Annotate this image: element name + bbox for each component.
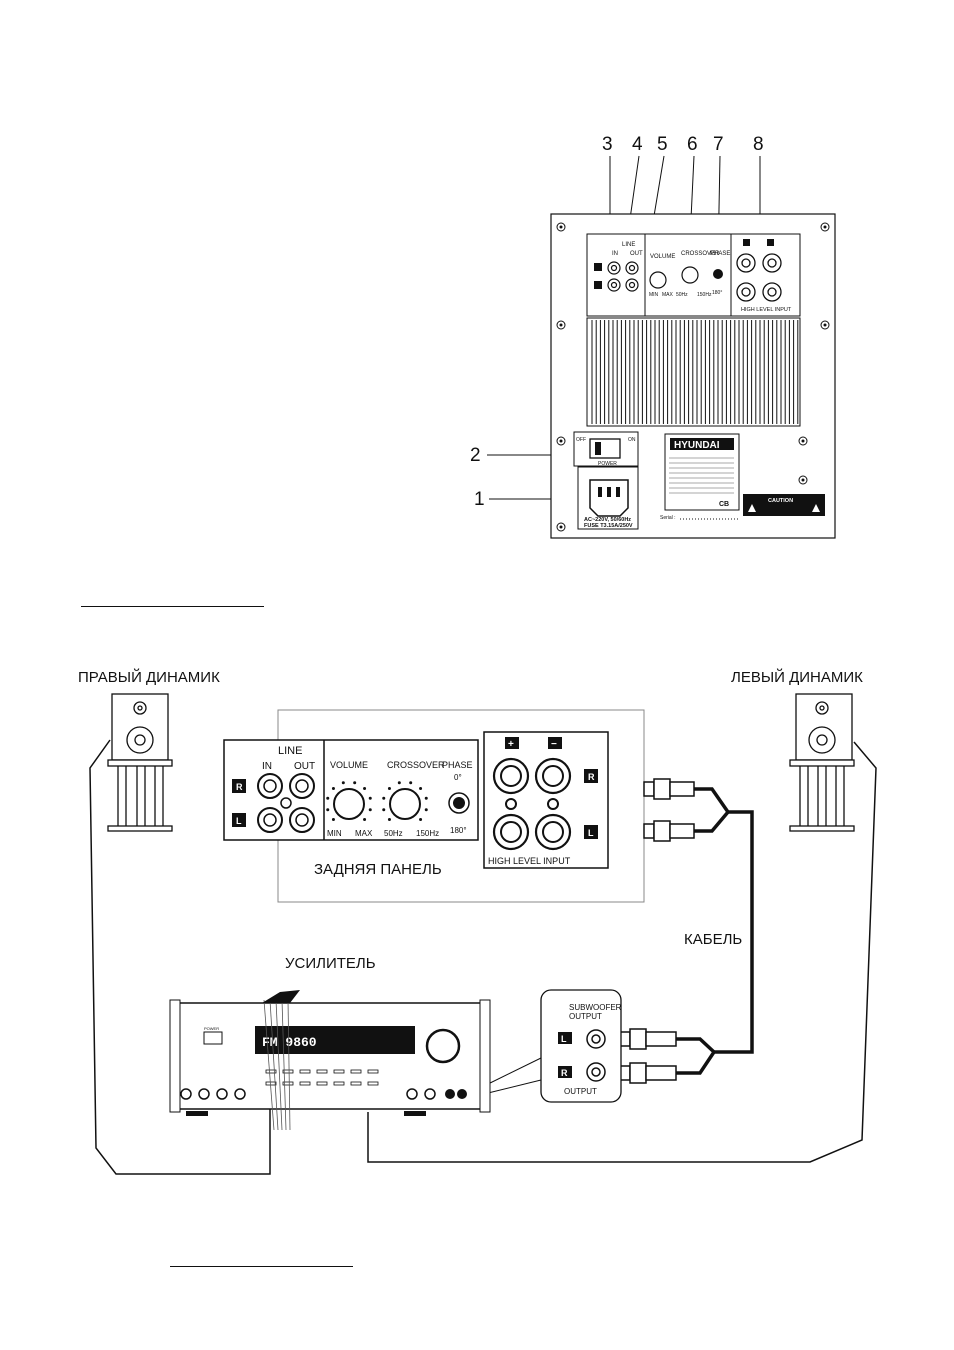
svg-text:Serial :: Serial :: [660, 515, 676, 521]
svg-text:IN: IN: [262, 761, 272, 772]
callout-1: 1: [474, 489, 485, 510]
brand-logo: HYUNDAI: [674, 440, 720, 451]
svg-text:150Hz: 150Hz: [416, 829, 439, 838]
svg-text:FUSE T3.15A/250V: FUSE T3.15A/250V: [584, 523, 633, 529]
svg-text:LINE: LINE: [278, 745, 302, 757]
heading-underline: [81, 606, 264, 607]
svg-text:OUT: OUT: [630, 251, 643, 257]
left-speaker-icon: [789, 693, 855, 832]
callout-4: 4: [632, 134, 643, 155]
svg-text:+: +: [508, 739, 514, 750]
svg-text:ON: ON: [628, 437, 636, 443]
svg-text:MAX: MAX: [355, 829, 373, 838]
svg-text:CROSSOVER: CROSSOVER: [387, 760, 445, 770]
svg-text:R: R: [236, 782, 243, 792]
svg-text:L: L: [236, 816, 242, 826]
svg-text:SUBWOOFER: SUBWOOFER: [569, 1003, 622, 1012]
connection-scheme: ПРАВЫЙ ДИНАМИК ЛЕВЫЙ ДИНАМИК: [78, 668, 877, 1175]
callout-5: 5: [657, 134, 668, 155]
amplifier-label: УСИЛИТЕЛЬ: [285, 955, 376, 972]
callout-3: 3: [602, 134, 613, 155]
svg-text:CROSSOVER: CROSSOVER: [681, 251, 720, 257]
rca-plug-icon: [643, 778, 695, 842]
rca-plug-icon: [619, 1028, 677, 1084]
heading-underline: [170, 1266, 353, 1267]
callout-7: 7: [713, 134, 724, 155]
svg-text:PHASE: PHASE: [442, 760, 473, 770]
svg-text:POWER: POWER: [204, 1026, 219, 1031]
cable-label: КАБЕЛЬ: [684, 931, 742, 948]
svg-text:HIGH LEVEL INPUT: HIGH LEVEL INPUT: [488, 856, 571, 866]
svg-text:POWER: POWER: [598, 461, 617, 467]
svg-text:OUT: OUT: [294, 761, 315, 772]
svg-text:50Hz: 50Hz: [384, 829, 403, 838]
callout-8: 8: [753, 134, 764, 155]
svg-text:L: L: [588, 828, 594, 838]
svg-text:0°: 0°: [454, 773, 462, 782]
svg-text:180°: 180°: [712, 290, 722, 296]
svg-text:VOLUME: VOLUME: [330, 760, 368, 770]
rear-panel-label: ЗАДНЯЯ ПАНЕЛЬ: [314, 861, 442, 878]
svg-text:VOLUME: VOLUME: [650, 254, 675, 260]
svg-text:150Hz: 150Hz: [697, 292, 712, 298]
right-speaker-icon: [107, 693, 173, 832]
subwoofer-output-detail: SUBWOOFER OUTPUT OUTPUT L R: [483, 989, 622, 1103]
svg-text:LINE: LINE: [622, 242, 635, 248]
svg-text:HIGH LEVEL INPUT: HIGH LEVEL INPUT: [741, 307, 792, 313]
svg-text:L: L: [561, 1034, 567, 1044]
right-speaker-label: ПРАВЫЙ ДИНАМИК: [78, 668, 220, 686]
svg-text:MIN: MIN: [327, 829, 342, 838]
svg-text:AC~220V, 50/60Hz: AC~220V, 50/60Hz: [584, 517, 631, 523]
svg-text:OUTPUT: OUTPUT: [564, 1087, 597, 1096]
svg-text:180°: 180°: [450, 826, 467, 835]
svg-text:MIN: MIN: [649, 292, 659, 298]
svg-text:50Hz: 50Hz: [676, 292, 688, 298]
subwoofer-rear-panel: 3 4 5 6 7 8 2 1: [470, 134, 836, 539]
svg-text:PHASE: PHASE: [710, 251, 730, 257]
left-speaker-label: ЛЕВЫЙ ДИНАМИК: [731, 668, 863, 686]
callout-2: 2: [470, 445, 481, 466]
svg-text:R: R: [561, 1068, 568, 1078]
svg-text:MAX: MAX: [662, 292, 674, 298]
svg-text:IN: IN: [612, 251, 618, 257]
callout-6: 6: [687, 134, 698, 155]
svg-text:R: R: [588, 772, 595, 782]
svg-text:CAUTION: CAUTION: [768, 498, 793, 504]
svg-text:OUTPUT: OUTPUT: [569, 1012, 602, 1021]
amp-display: FM 9860: [262, 1035, 317, 1050]
svg-text:−: −: [551, 739, 557, 750]
rear-panel-enlarged: LINE IN OUT R L VOLUME CROSSOVER PHASE: [223, 731, 609, 869]
amplifier-icon: FM 9860 POWER: [169, 990, 491, 1131]
svg-text:OFF: OFF: [576, 437, 586, 443]
svg-text:CB: CB: [719, 501, 729, 508]
